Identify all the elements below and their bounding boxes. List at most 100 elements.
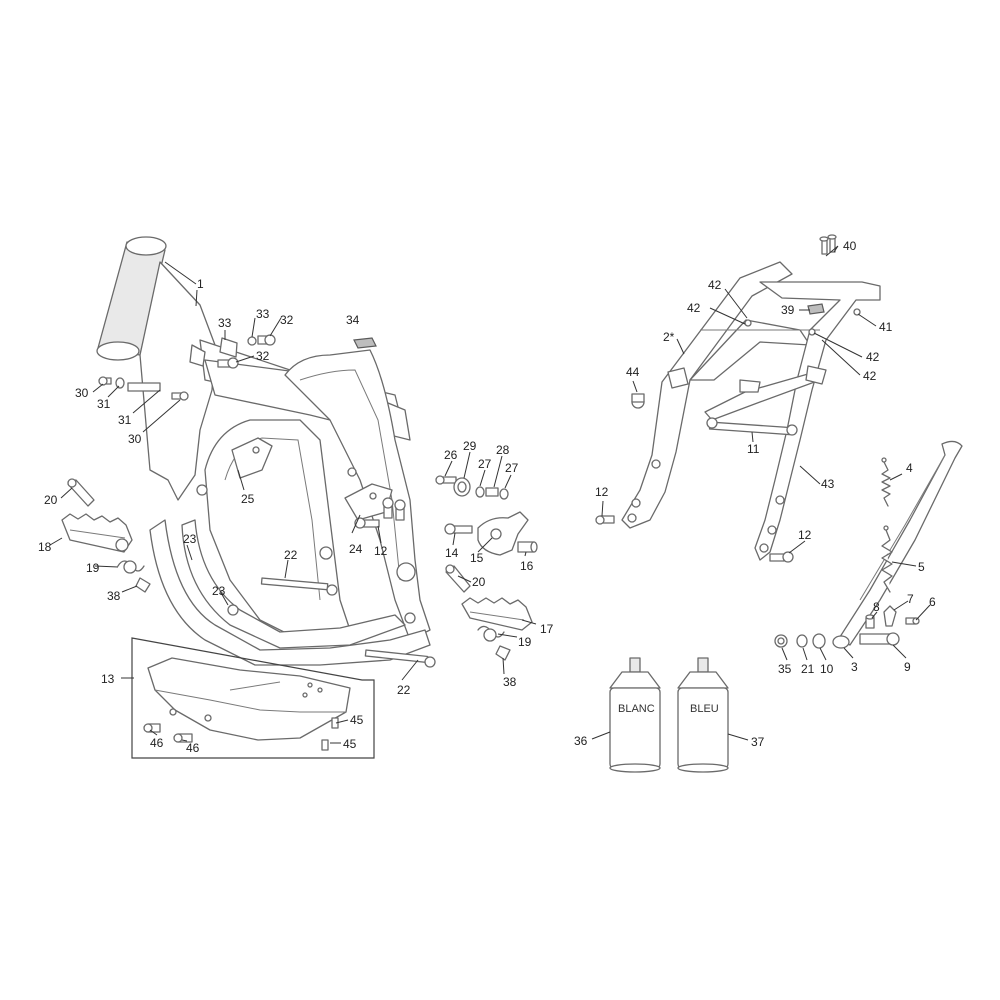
long-bolt-22-lower	[364, 649, 436, 668]
spacer-28	[485, 487, 499, 497]
footpeg-17	[461, 597, 533, 631]
callout-label: 16	[520, 559, 534, 573]
callout-label: 42	[866, 350, 880, 364]
callout-labels: 1 33 33 32 32 34 30 31 31 30 20 18 23 25…	[38, 239, 936, 755]
pin-38-right	[495, 645, 511, 661]
callout-label: 39	[781, 303, 795, 317]
washer-31-upper	[115, 377, 125, 389]
callout-label: 46	[150, 736, 164, 750]
rear-subframe	[621, 261, 881, 561]
callout-label: 21	[801, 662, 815, 676]
callout-label: 3	[851, 660, 858, 674]
callout-label: 22	[397, 683, 411, 697]
callout-label: 1	[197, 277, 204, 291]
callout-label: 45	[343, 737, 357, 751]
bolt-12-subframe-left	[595, 515, 615, 525]
callout-label: 12	[374, 544, 388, 558]
callout-label: 19	[518, 635, 532, 649]
clip-39	[807, 303, 825, 315]
washer-21	[796, 634, 808, 648]
bolt-32-upper	[257, 334, 276, 346]
engine-mount-plate-25	[231, 437, 273, 479]
callout-label: 5	[918, 560, 925, 574]
clip-34	[353, 337, 377, 349]
callout-label: 38	[107, 589, 121, 603]
callout-label: 46	[186, 741, 200, 755]
callout-label: 40	[843, 239, 857, 253]
callout-label: 12	[798, 528, 812, 542]
callout-label: 14	[445, 546, 459, 560]
paint-can-36	[609, 657, 661, 773]
spring-4	[881, 457, 891, 507]
spring-19-right	[477, 625, 505, 642]
bushing-16	[517, 541, 538, 553]
callout-label: 44	[626, 365, 640, 379]
callout-label: 33	[256, 307, 270, 321]
plate-7	[883, 605, 897, 627]
bushing-10	[812, 633, 826, 649]
callout-label: 43	[821, 477, 835, 491]
callout-label: 42	[863, 369, 877, 383]
callout-label: 7	[907, 592, 914, 606]
bolt-30-lower	[171, 391, 189, 401]
callout-label: 11	[747, 442, 760, 456]
pin-20-right	[445, 564, 471, 593]
callout-label: 34	[346, 313, 360, 327]
long-bolt-11	[706, 417, 798, 436]
nut-33	[247, 336, 257, 346]
callout-label: 22	[284, 548, 298, 562]
footpeg-bracket-15	[477, 511, 529, 556]
callout-label: 25	[241, 492, 255, 506]
skid-plate-box	[131, 637, 375, 759]
callout-label: 30	[75, 386, 89, 400]
screw-6	[905, 617, 920, 625]
callout-label: 37	[751, 735, 765, 749]
callout-label: 33	[218, 316, 232, 330]
washer-35	[774, 634, 788, 648]
leader-lines	[49, 245, 931, 744]
callout-label: 23	[183, 532, 197, 546]
callout-label: 35	[778, 662, 792, 676]
paint-can-label-white: BLANC	[618, 703, 655, 715]
callout-label: 29	[463, 439, 477, 453]
callout-label: 32	[256, 349, 270, 363]
bolt-26	[435, 475, 457, 485]
callout-label: 31	[118, 413, 132, 427]
bolt-32-lower	[217, 357, 239, 369]
steering-head-tube	[96, 236, 167, 361]
long-bolt-22-upper	[260, 577, 338, 596]
frame-bolt-12	[354, 517, 380, 529]
callout-label: 2*	[663, 330, 675, 344]
callout-label: 38	[503, 675, 517, 689]
callout-label: 45	[350, 713, 364, 727]
callout-label: 32	[280, 313, 294, 327]
callout-label: 13	[101, 672, 115, 686]
callout-label: 15	[470, 551, 484, 565]
callout-label: 10	[820, 662, 834, 676]
callout-label: 26	[444, 448, 458, 462]
spring-19-left	[117, 560, 145, 574]
footpeg-18	[61, 513, 133, 553]
callout-label: 31	[97, 397, 111, 411]
bracket-33	[189, 337, 238, 367]
callout-label: 30	[128, 432, 142, 446]
spring-5	[881, 525, 893, 593]
callout-label: 28	[496, 443, 510, 457]
callout-label: 12	[595, 485, 609, 499]
callout-label: 42	[687, 301, 701, 315]
paint-can-37	[677, 657, 729, 773]
callout-label: 27	[505, 461, 519, 475]
bolt-14	[444, 523, 473, 535]
callout-label: 6	[929, 595, 936, 609]
callout-label: 27	[478, 457, 492, 471]
paint-can-label-blue: BLEU	[690, 703, 719, 715]
callout-label: 41	[879, 320, 893, 334]
callout-label: 9	[904, 660, 911, 674]
callout-label: 20	[472, 575, 486, 589]
callout-label: 20	[44, 493, 58, 507]
callout-label: 24	[349, 542, 363, 556]
bolt-9	[859, 632, 900, 646]
sidestand	[832, 440, 963, 649]
callout-label: 8	[873, 600, 880, 614]
